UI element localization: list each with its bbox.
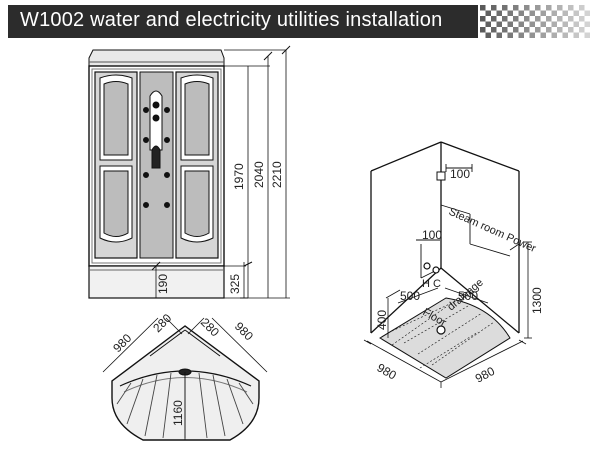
floor-tray <box>379 297 511 379</box>
checker-square <box>480 27 486 33</box>
dim-2040: 2040 <box>252 161 266 188</box>
checker-square <box>496 10 502 16</box>
checker-square <box>502 5 508 11</box>
checker-square <box>524 16 530 22</box>
floor-drain-icon <box>436 325 446 335</box>
checker-square <box>579 16 585 22</box>
checker-square <box>579 27 585 33</box>
checker-square <box>480 5 486 11</box>
dim-plan-1160: 1160 <box>171 400 185 426</box>
iso-view <box>363 141 532 388</box>
dim-iso-980-right: 980 <box>473 364 498 386</box>
checker-square <box>529 10 535 16</box>
checker-square <box>551 21 557 27</box>
checker-square <box>584 21 590 27</box>
checker-square <box>485 10 491 16</box>
checker-square <box>480 16 486 22</box>
checker-square <box>540 32 546 38</box>
checker-square <box>496 21 502 27</box>
checker-square <box>502 16 508 22</box>
checker-square <box>579 5 585 11</box>
dim-2210: 2210 <box>270 161 284 188</box>
page-title: W1002 water and electricity utilities in… <box>20 9 443 31</box>
checker-square <box>546 5 552 11</box>
checker-square <box>568 27 574 33</box>
checker-square <box>507 32 513 38</box>
dim-iso-400: 400 <box>375 310 389 330</box>
checker-square <box>540 21 546 27</box>
checker-square <box>540 10 546 16</box>
hot-cold-label: H C <box>422 278 441 290</box>
front-view <box>88 45 291 299</box>
checker-square <box>546 16 552 22</box>
plan-view <box>102 317 268 441</box>
checker-square <box>491 27 497 33</box>
checker-square <box>535 27 541 33</box>
dim-plan-980-right: 980 <box>232 319 256 343</box>
checker-square <box>551 32 557 38</box>
checker-square <box>584 32 590 38</box>
checker-square <box>529 32 535 38</box>
steam-room-power-label: Steam room Power <box>447 206 538 255</box>
base-tray <box>88 265 225 299</box>
checker-square <box>518 10 524 16</box>
checker-square <box>584 10 590 16</box>
checker-square <box>535 16 541 22</box>
checker-square <box>502 27 508 33</box>
checker-square <box>562 21 568 27</box>
dim-plan-280-right: 280 <box>198 315 222 339</box>
title-banner: W1002 water and electricity utilities in… <box>8 5 478 38</box>
checker-square <box>568 16 574 22</box>
dim-iso-100-top: 100 <box>450 167 470 181</box>
checker-square <box>518 32 524 38</box>
tray-outline <box>111 325 260 441</box>
dim-iso-500-left: 500 <box>400 289 420 303</box>
checker-square <box>562 10 568 16</box>
checker-square <box>485 21 491 27</box>
checker-decoration <box>480 5 590 38</box>
checker-square <box>529 21 535 27</box>
checker-square <box>562 32 568 38</box>
checker-square <box>507 21 513 27</box>
dim-iso-500-right: 500 <box>458 289 478 303</box>
checker-square <box>546 27 552 33</box>
checker-square <box>513 16 519 22</box>
checker-square <box>551 10 557 16</box>
dim-plan-980-left: 980 <box>110 331 134 355</box>
checker-square <box>573 10 579 16</box>
checker-square <box>507 10 513 16</box>
checker-square <box>557 27 563 33</box>
checker-square <box>518 21 524 27</box>
checker-square <box>485 32 491 38</box>
dim-190: 190 <box>156 274 170 294</box>
dim-iso-980-left: 980 <box>375 360 400 382</box>
checker-square <box>491 5 497 11</box>
dim-iso-1300: 1300 <box>530 287 544 314</box>
cabin-roof <box>88 49 225 67</box>
checker-square <box>513 5 519 11</box>
dim-iso-100-mid: 100 <box>422 228 442 242</box>
cold-valve-icon <box>432 266 440 274</box>
checker-square <box>557 16 563 22</box>
checker-square <box>496 32 502 38</box>
checker-square <box>535 5 541 11</box>
dim-plan-280-left: 280 <box>150 311 174 335</box>
checker-square <box>524 5 530 11</box>
dim-325: 325 <box>228 274 242 294</box>
checker-square <box>557 5 563 11</box>
power-socket-icon <box>436 171 446 181</box>
dim-1970: 1970 <box>232 163 246 190</box>
checker-square <box>491 16 497 22</box>
checker-square <box>513 27 519 33</box>
checker-square <box>524 27 530 33</box>
checker-square <box>568 5 574 11</box>
checker-square <box>573 32 579 38</box>
hot-valve-icon <box>423 262 431 270</box>
checker-square <box>573 21 579 27</box>
hand-shower-icon <box>151 145 161 169</box>
